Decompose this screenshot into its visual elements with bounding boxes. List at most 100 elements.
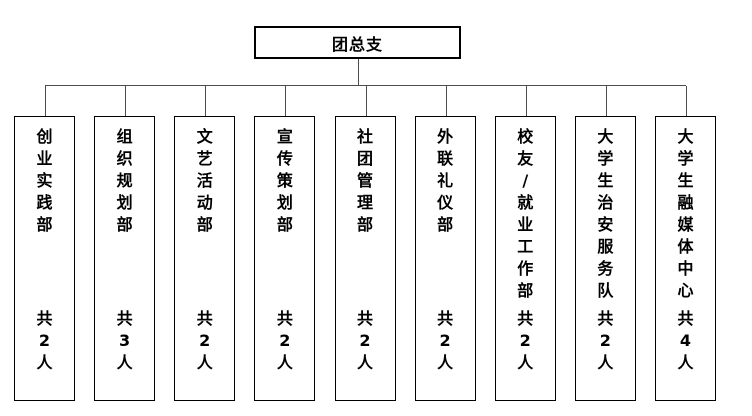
glyph: 2: [279, 331, 291, 350]
department-headcount: 共 2 人: [597, 308, 613, 374]
department-headcount: 共 2 人: [197, 308, 213, 374]
department-name: 大学生融媒体中心: [677, 126, 693, 302]
glyph: 人: [517, 353, 534, 372]
glyph: 3: [119, 331, 131, 350]
glyph: 外: [437, 127, 454, 146]
department-headcount: 共 2 人: [357, 308, 373, 374]
glyph: 文: [196, 127, 213, 146]
glyph: 创: [36, 127, 53, 146]
department-headcount: 共 3 人: [117, 308, 133, 374]
glyph: 仪: [437, 193, 454, 212]
department-name: 创业实践部: [36, 126, 52, 236]
glyph: 2: [199, 331, 211, 350]
glyph: 共: [196, 309, 213, 328]
department-node: 文艺活动部共 2 人: [174, 116, 236, 401]
glyph: 校: [517, 127, 534, 146]
glyph: 规: [116, 171, 133, 190]
department-node: 外联礼仪部共 2 人: [414, 116, 476, 401]
connector-line: [44, 86, 46, 116]
glyph: 策: [276, 171, 293, 190]
connector-line: [284, 86, 286, 116]
glyph: 部: [276, 215, 293, 234]
glyph: 2: [439, 331, 451, 350]
glyph: 理: [356, 193, 373, 212]
glyph: 学: [597, 149, 614, 168]
glyph: 部: [36, 215, 53, 234]
department-name: 大学生治安服务队: [597, 126, 613, 302]
glyph: 融: [677, 193, 694, 212]
glyph: 礼: [437, 171, 454, 190]
glyph: 体: [677, 237, 694, 256]
department-node: 社团管理部共 2 人: [334, 116, 396, 401]
connector-line: [685, 86, 687, 116]
glyph: 队: [597, 281, 614, 300]
glyph: 共: [356, 309, 373, 328]
glyph: 生: [677, 171, 694, 190]
connector-line: [357, 59, 359, 85]
glyph: 生: [597, 171, 614, 190]
glyph: 4: [679, 331, 692, 350]
department-node: 创业实践部共 2 人: [14, 116, 75, 401]
glyph: 2: [359, 331, 371, 350]
glyph: 心: [677, 281, 694, 300]
glyph: 部: [517, 281, 534, 300]
glyph: 织: [116, 149, 133, 168]
glyph: 社: [356, 127, 373, 146]
glyph: 宣: [276, 127, 293, 146]
glyph: 媒: [677, 215, 694, 234]
department-name: 外联礼仪部: [437, 126, 453, 236]
connector-line: [445, 86, 447, 116]
glyph: 人: [116, 353, 133, 372]
glyph: 学: [677, 149, 694, 168]
glyph: 共: [517, 309, 534, 328]
glyph: 人: [36, 353, 53, 372]
glyph: 共: [597, 309, 614, 328]
glyph: 共: [116, 309, 133, 328]
glyph: 人: [597, 353, 614, 372]
department-name: 校友/就业工作部: [517, 126, 533, 302]
glyph: 共: [677, 309, 694, 328]
glyph: 管: [356, 171, 373, 190]
glyph: 划: [116, 193, 133, 212]
glyph: 部: [356, 215, 373, 234]
glyph: 团: [356, 149, 373, 168]
department-name: 社团管理部: [357, 126, 373, 236]
glyph: 艺: [196, 149, 213, 168]
glyph: 2: [38, 331, 51, 350]
glyph: 中: [677, 259, 694, 278]
department-name: 宣传策划部: [277, 126, 293, 236]
glyph: 大: [677, 127, 694, 146]
glyph: 共: [437, 309, 454, 328]
glyph: 人: [196, 353, 213, 372]
department-name: 组织规划部: [117, 126, 133, 236]
glyph: 部: [437, 215, 454, 234]
glyph: 实: [36, 171, 53, 190]
connector-line: [525, 86, 527, 116]
glyph: 组: [116, 127, 133, 146]
glyph: 联: [437, 149, 454, 168]
glyph: 践: [36, 193, 53, 212]
glyph: 传: [276, 149, 293, 168]
glyph: /: [522, 171, 529, 190]
glyph: 人: [437, 353, 454, 372]
connector-line: [365, 86, 367, 116]
glyph: 共: [36, 309, 53, 328]
connector-line: [44, 85, 686, 86]
glyph: 就: [517, 193, 534, 212]
glyph: 人: [356, 353, 373, 372]
glyph: 2: [599, 331, 611, 350]
department-name: 文艺活动部: [197, 126, 213, 236]
glyph: 友: [517, 149, 534, 168]
glyph: 划: [276, 193, 293, 212]
glyph: 服: [597, 237, 614, 256]
root-node-label: 团总支: [331, 34, 383, 54]
glyph: 业: [517, 215, 534, 234]
root-node: 团总支: [254, 26, 461, 59]
glyph: 人: [677, 353, 694, 372]
